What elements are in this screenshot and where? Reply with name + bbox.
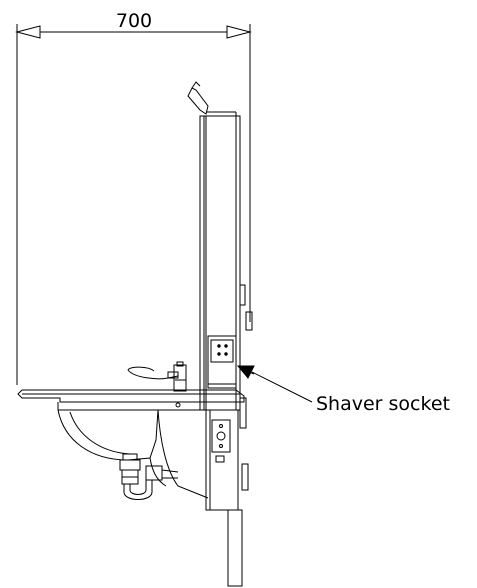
dimension-arrow-left <box>15 25 41 39</box>
basin-bowl <box>57 409 159 461</box>
dimension-arrow-right <box>226 25 252 39</box>
lamp <box>187 87 209 115</box>
wall-fixings <box>239 284 253 491</box>
pedestal <box>205 409 243 587</box>
tap-lever <box>127 366 179 380</box>
shaver-socket-box <box>207 335 237 389</box>
shaver-socket-label: Shaver socket <box>316 393 450 415</box>
tap <box>127 361 187 392</box>
worktop <box>17 389 245 403</box>
leader-line <box>251 371 313 403</box>
width-dimension <box>15 24 252 385</box>
waste-pipe <box>227 509 243 587</box>
dimension-label: 700 <box>116 10 152 32</box>
basin <box>17 389 245 499</box>
shaver-socket-callout <box>236 365 313 403</box>
socket-outlet <box>211 419 231 453</box>
mirror-cabinet <box>187 81 241 411</box>
trap <box>119 453 179 500</box>
